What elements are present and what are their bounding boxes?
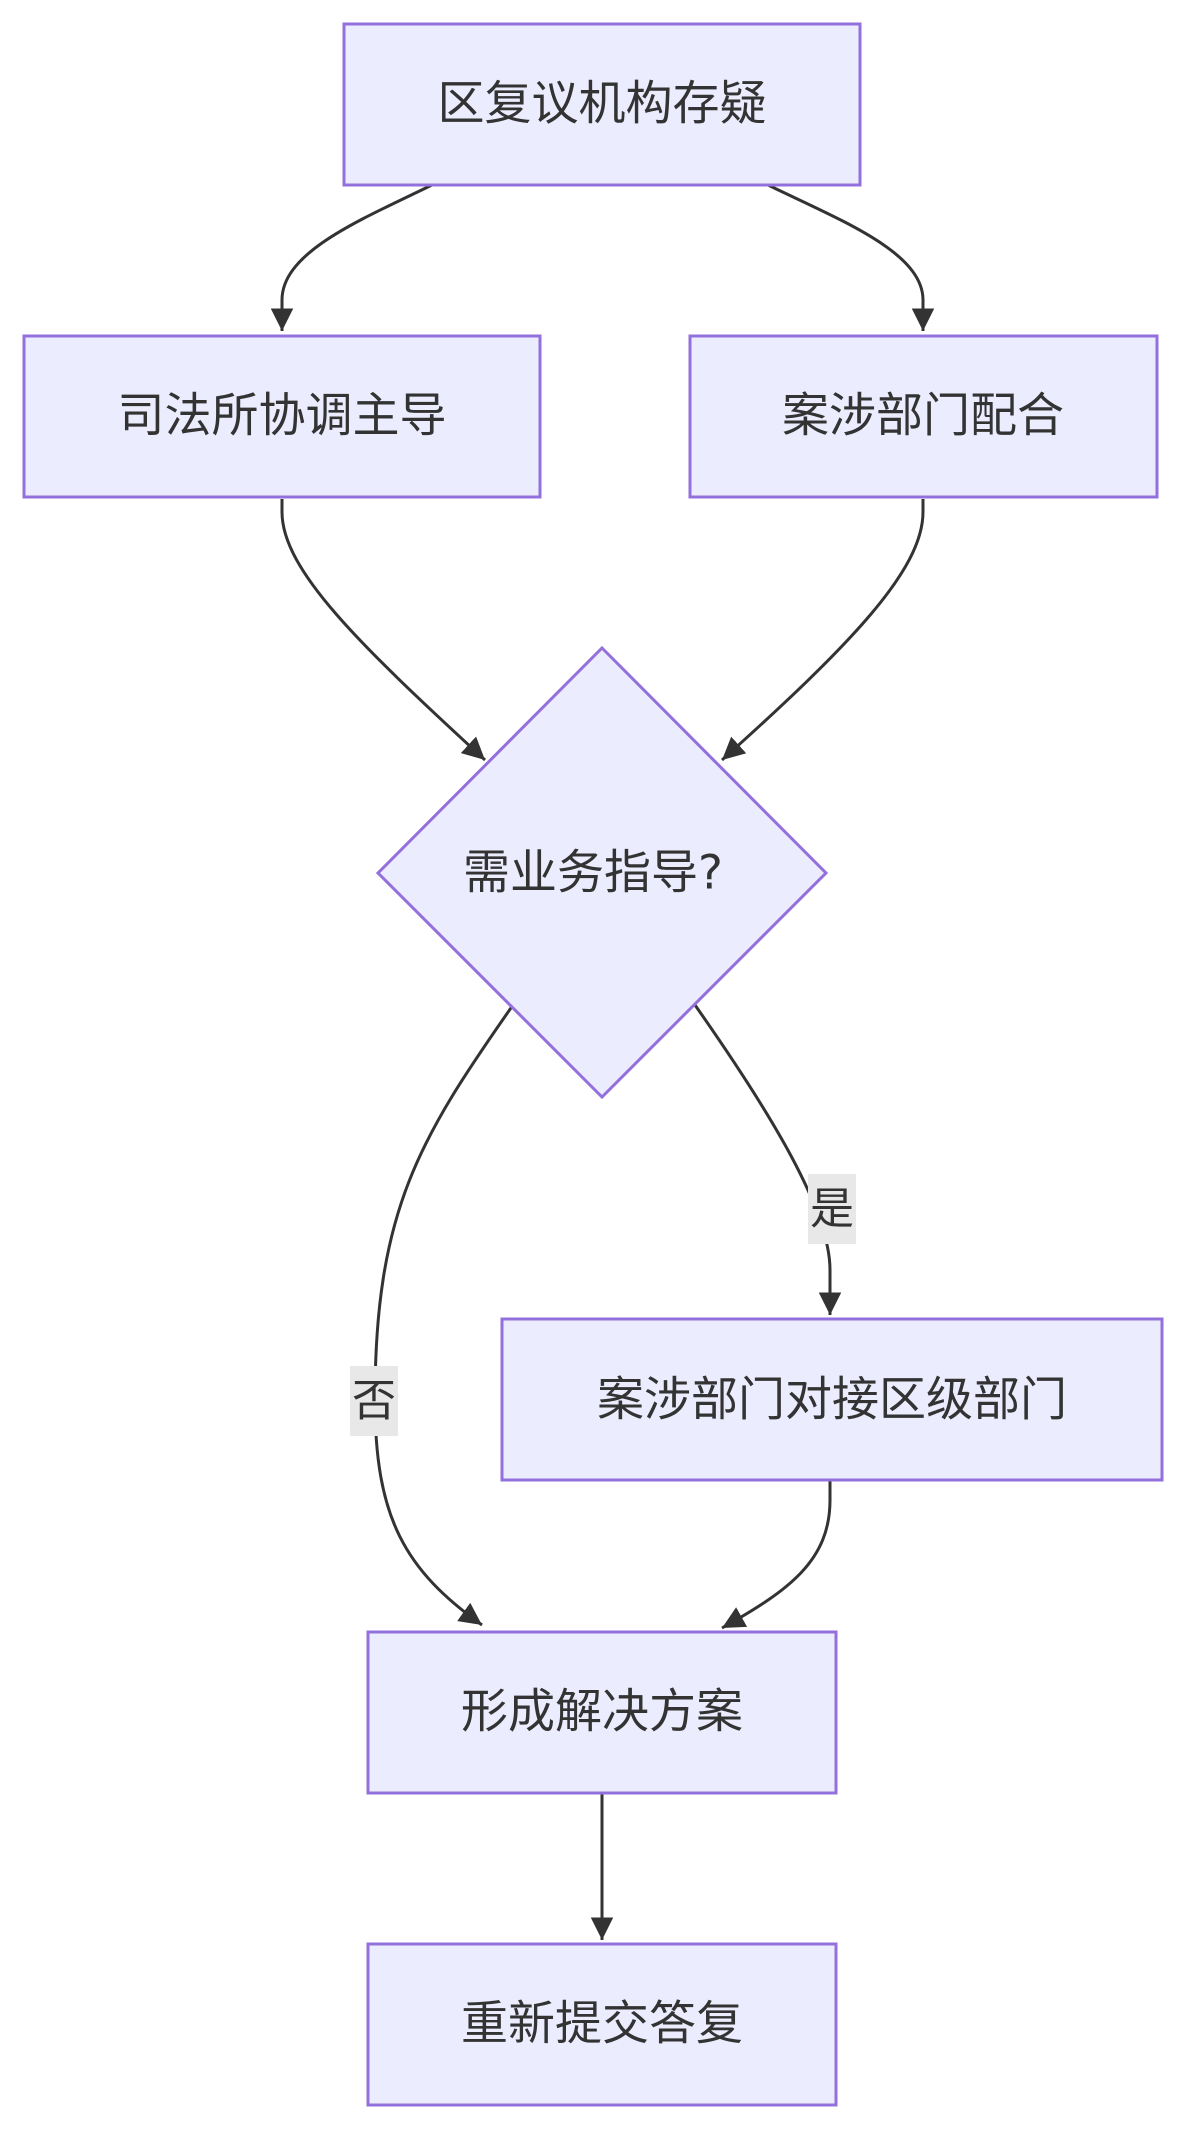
- edge-departments-to-decision: [720, 499, 925, 762]
- edge-label-yes-text: 是: [810, 1184, 854, 1235]
- node-resubmit: 重新提交答复: [366, 1942, 838, 2107]
- node-district-contact-label: 案涉部门对接区级部门: [597, 1373, 1067, 1428]
- edge-decision-to-solution-no: [373, 1004, 515, 1627]
- node-departments-label: 案涉部门配合: [782, 389, 1064, 444]
- node-solution-label: 形成解决方案: [461, 1685, 743, 1740]
- node-departments: 案涉部门配合: [688, 334, 1159, 499]
- edge-decision-to-district-contact-yes: [693, 1004, 842, 1315]
- node-justice-office-label: 司法所协调主导: [118, 389, 447, 444]
- edge-district-contact-to-solution: [721, 1481, 832, 1630]
- edge-label-yes: 是: [808, 1174, 856, 1244]
- node-justice-office: 司法所协调主导: [22, 334, 542, 499]
- edge-label-no: 否: [350, 1366, 398, 1436]
- edge-start-to-departments: [767, 183, 935, 331]
- node-solution: 形成解决方案: [366, 1630, 838, 1795]
- node-district-contact: 案涉部门对接区级部门: [500, 1317, 1164, 1482]
- node-start-label: 区复议机构存疑: [438, 77, 767, 132]
- edge-label-no-text: 否: [352, 1376, 396, 1427]
- node-decision: 需业务指导?: [375, 645, 829, 1100]
- edge-start-to-justice-office: [270, 183, 433, 331]
- edge-justice-office-to-decision: [280, 499, 487, 762]
- node-decision-label: 需业务指导?: [463, 846, 723, 901]
- node-start: 区复议机构存疑: [342, 22, 862, 187]
- node-resubmit-label: 重新提交答复: [461, 1997, 743, 2052]
